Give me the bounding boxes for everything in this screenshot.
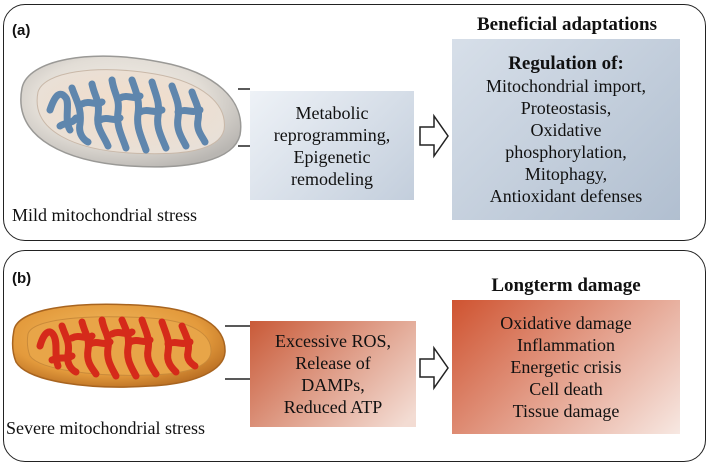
longterm-damage-box: Oxidative damage Inflammation Energetic … <box>452 300 680 434</box>
mechanism-line: Release of <box>295 353 371 373</box>
outcome-line: phosphorylation, <box>505 141 627 162</box>
outcome-line: Mitochondrial import, <box>486 75 646 96</box>
outcome-line: Mitophagy, <box>524 163 608 184</box>
panel-b-label: (b) <box>12 270 32 287</box>
mechanism-line: Excessive ROS, <box>275 331 391 351</box>
mechanism-box-mild: Metabolic reprogramming, Epigenetic remo… <box>250 91 414 200</box>
mechanism-line: reprogramming, <box>273 124 391 145</box>
damage-line: Energetic crisis <box>510 357 622 377</box>
beneficial-adaptations-heading: Beneficial adaptations <box>477 14 657 35</box>
mild-mitochondrion-image <box>20 55 242 168</box>
severe-stress-caption: Severe mitochondrial stress <box>6 418 205 438</box>
panel-a-label: (a) <box>12 22 31 39</box>
damage-line: Cell death <box>529 379 603 399</box>
arrow-right-icon-a <box>419 113 449 159</box>
mechanism-line: Epigenetic <box>293 146 371 167</box>
regulation-title: Regulation of: <box>508 52 624 74</box>
severe-mitochondrion-image <box>11 303 226 388</box>
mechanism-line: Metabolic <box>295 102 369 123</box>
mechanism-box-severe: Excessive ROS, Release of DAMPs, Reduced… <box>250 321 416 427</box>
damage-line: Inflammation <box>517 335 615 355</box>
outcome-line: Proteostasis, <box>520 97 612 118</box>
mechanism-line: remodeling <box>291 168 373 189</box>
outcome-line: Antioxidant defenses <box>489 185 643 206</box>
mild-stress-caption: Mild mitochondrial stress <box>12 205 197 225</box>
beneficial-adaptations-box: Regulation of: Mitochondrial import, Pro… <box>452 39 680 220</box>
arrow-right-icon-b <box>419 345 449 391</box>
damage-line: Tissue damage <box>512 401 620 421</box>
damage-line: Oxidative damage <box>500 313 632 333</box>
outcome-line: Oxidative <box>530 119 602 140</box>
mechanism-line: Reduced ATP <box>283 397 383 417</box>
longterm-damage-heading: Longterm damage <box>491 275 641 296</box>
mechanism-line: DAMPs, <box>301 375 365 395</box>
